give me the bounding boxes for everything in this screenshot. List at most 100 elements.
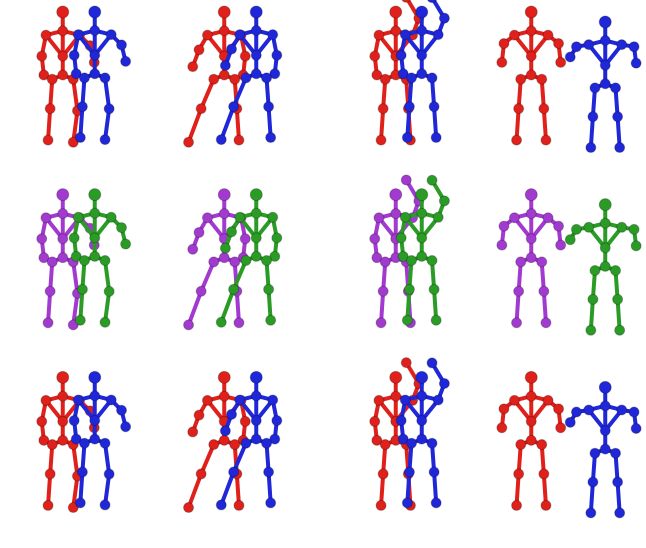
skeleton-a xyxy=(183,370,251,514)
skeleton-joint xyxy=(67,136,79,148)
skeleton-bone xyxy=(379,471,386,508)
skeleton-joint xyxy=(228,466,240,478)
skeleton-joint xyxy=(217,5,231,19)
skeleton-bone xyxy=(71,291,80,327)
skeleton-joint xyxy=(389,5,403,19)
skeleton-joint xyxy=(630,422,642,434)
skeleton-joint xyxy=(525,434,537,446)
skeleton-bone xyxy=(71,77,80,113)
skeleton-joint xyxy=(229,256,241,268)
panel-r1-c2 xyxy=(183,5,283,148)
skeleton-joint xyxy=(195,103,207,115)
skeleton-joint xyxy=(389,188,403,202)
skeleton-joint xyxy=(416,25,428,37)
skeleton-joint xyxy=(583,39,595,51)
skeleton-b xyxy=(564,380,642,519)
skeleton-joint xyxy=(46,256,58,268)
skeleton-joint xyxy=(105,394,117,406)
skeleton-bone xyxy=(71,474,80,510)
skeleton-joint xyxy=(610,82,622,94)
skeleton-bone xyxy=(231,441,248,475)
skeleton-joint xyxy=(599,35,611,47)
skeleton-joint xyxy=(614,507,626,519)
skeleton-joint xyxy=(415,5,429,19)
skeleton-joint xyxy=(88,188,102,202)
skeleton-joint xyxy=(67,319,79,331)
skeleton-joint xyxy=(72,211,84,223)
skeleton-joint xyxy=(377,468,389,480)
skeleton-bone xyxy=(103,289,112,325)
skeleton-joint xyxy=(226,43,238,55)
skeleton-bone xyxy=(219,287,236,325)
skeleton-joint xyxy=(525,233,537,245)
skeleton-joint xyxy=(616,39,628,51)
skeleton-joint xyxy=(628,223,640,235)
skeleton-joint xyxy=(583,221,595,233)
skeleton-joint xyxy=(553,403,565,415)
skeleton-joint xyxy=(44,103,56,115)
skeleton-bone xyxy=(46,471,53,508)
panel-r2-c1 xyxy=(36,188,132,331)
skeleton-joint xyxy=(208,73,220,85)
skeleton-joint xyxy=(525,252,537,264)
skeleton-joint xyxy=(72,29,84,41)
skeleton-a xyxy=(496,370,567,511)
skeleton-joint xyxy=(183,136,195,148)
skeleton-a xyxy=(496,5,567,146)
skeleton-joint xyxy=(438,378,450,390)
skeleton-joint xyxy=(271,415,283,427)
skeleton-joint xyxy=(612,111,624,123)
skeleton-joint xyxy=(496,239,508,251)
skeleton-bone xyxy=(234,471,241,508)
skeleton-joint xyxy=(525,415,537,427)
skeleton-joint xyxy=(89,207,101,219)
skeleton-b xyxy=(215,370,283,511)
skeleton-joint xyxy=(263,466,275,478)
skeleton-joint xyxy=(88,370,102,384)
skeleton-bone xyxy=(588,297,595,333)
skeleton-joint xyxy=(426,357,438,369)
skeleton-b xyxy=(564,15,642,154)
skeleton-joint xyxy=(377,103,389,115)
skeleton-bone xyxy=(103,106,112,142)
skeleton-joint xyxy=(120,421,132,433)
skeleton-joint xyxy=(57,50,69,62)
skeleton-joint xyxy=(217,370,231,384)
skeleton-joint xyxy=(215,499,227,511)
skeleton-joint xyxy=(116,404,128,416)
skeleton-joint xyxy=(589,265,601,277)
skeleton-joint xyxy=(511,317,523,329)
skeleton-joint xyxy=(513,468,525,480)
skeleton-joint xyxy=(598,15,612,29)
skeleton-joint xyxy=(400,357,412,369)
skeleton-a xyxy=(369,0,425,146)
skeleton-bone xyxy=(71,259,80,296)
skeleton-joint xyxy=(57,233,69,245)
skeleton-bone xyxy=(615,114,622,150)
skeleton-joint xyxy=(599,59,611,71)
skeleton-joint xyxy=(120,238,132,250)
skeleton-joint xyxy=(40,212,52,224)
skeleton-joint xyxy=(105,29,117,41)
skeleton-bone xyxy=(231,258,248,292)
skeleton-joint xyxy=(261,255,273,267)
skeleton-joint xyxy=(525,69,537,81)
skeleton-joint xyxy=(379,73,391,85)
skeleton-joint xyxy=(369,415,381,427)
skeleton-joint xyxy=(377,285,389,297)
skeleton-joint xyxy=(511,499,523,511)
skeleton-joint xyxy=(70,68,82,80)
skeleton-bone xyxy=(71,108,80,145)
skeleton-joint xyxy=(239,233,251,245)
skeleton-joint xyxy=(116,39,128,51)
skeleton-joint xyxy=(271,49,283,61)
panel-r3-c1 xyxy=(36,370,132,514)
skeleton-joint xyxy=(416,49,428,61)
skeleton-joint xyxy=(536,73,548,85)
skeleton-joint xyxy=(540,499,552,511)
skeleton-bone xyxy=(219,104,236,142)
skeleton-joint xyxy=(46,73,58,85)
panel-r2-c3 xyxy=(369,174,450,329)
skeleton-joint xyxy=(524,188,538,202)
skeleton-joint xyxy=(614,324,626,336)
